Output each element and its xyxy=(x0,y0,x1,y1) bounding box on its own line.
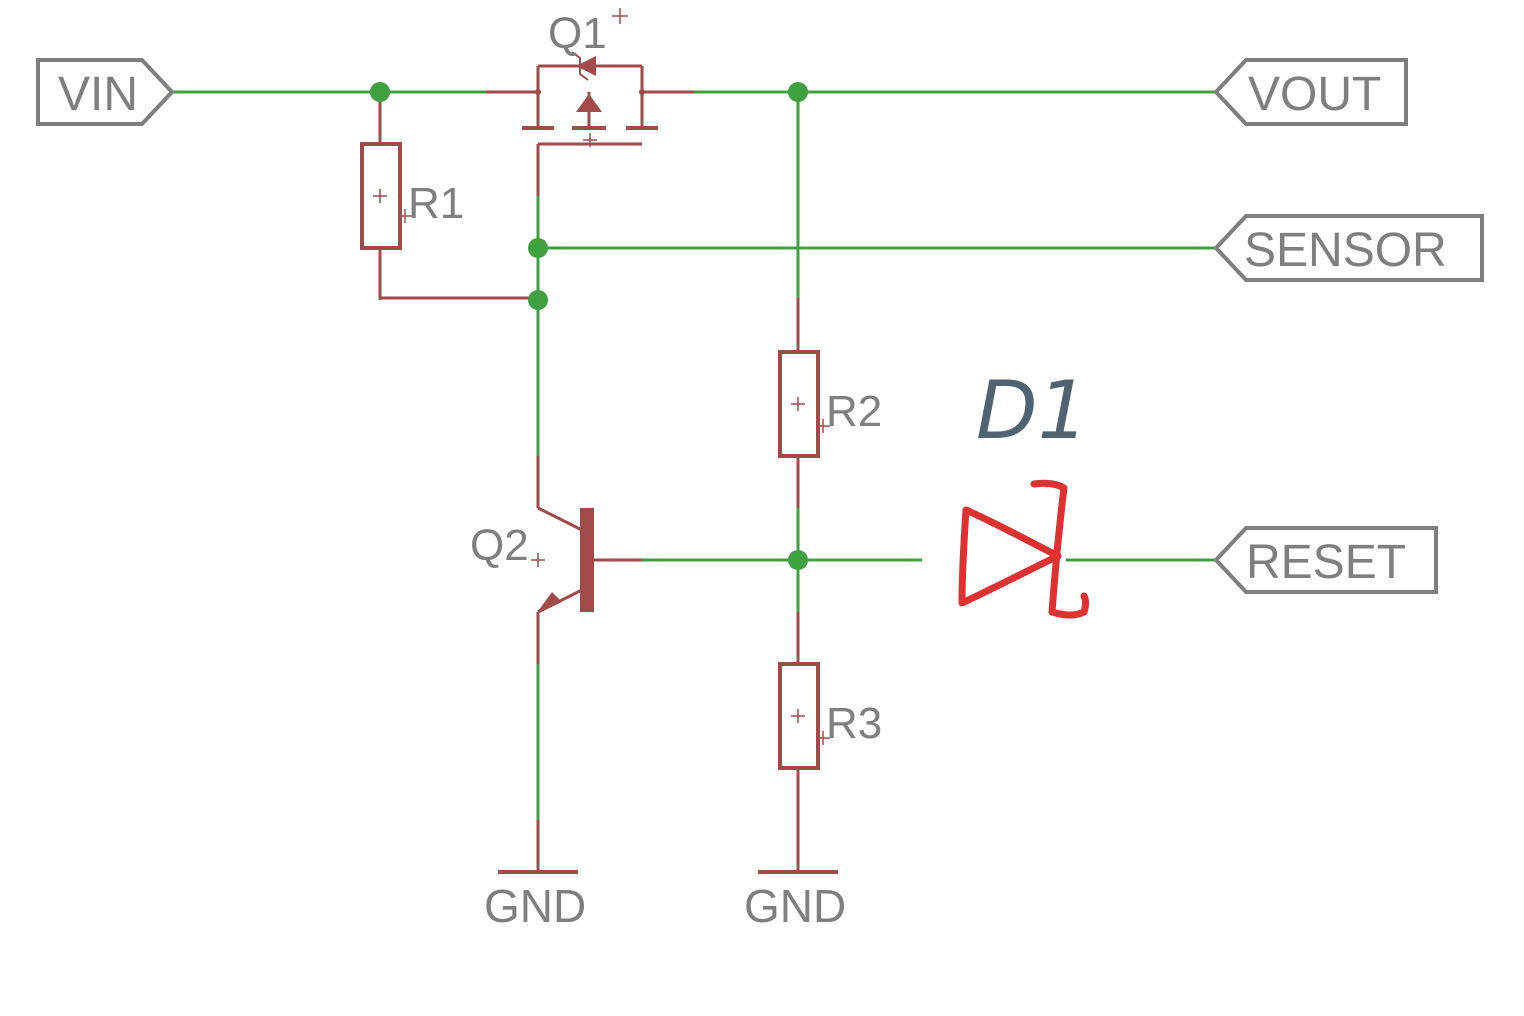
port-vin-flag[interactable] xyxy=(36,58,175,126)
port-flags xyxy=(36,58,1484,594)
junction-r1 xyxy=(528,290,548,310)
ground-symbol-left xyxy=(498,820,578,874)
r3-label: R3 xyxy=(826,699,882,748)
q1-label: Q1 xyxy=(548,9,607,58)
port-reset-label: RESET xyxy=(1246,536,1406,589)
port-vout-label: VOUT xyxy=(1248,68,1381,121)
mosfet-q1 xyxy=(486,51,694,196)
wires xyxy=(172,90,1216,820)
parts xyxy=(360,51,838,874)
transistor-q2 xyxy=(531,456,642,664)
r2-label: R2 xyxy=(826,387,882,436)
d1-handdrawn-diode xyxy=(958,479,1089,619)
gnd-left-label: GND xyxy=(484,880,586,932)
gnd-right-label: GND xyxy=(744,880,846,932)
junction-divider xyxy=(788,550,808,570)
port-reset-flag[interactable] xyxy=(1213,526,1438,594)
junction-vin xyxy=(370,82,390,102)
port-vout-flag[interactable] xyxy=(1213,58,1408,126)
port-vin-label: VIN xyxy=(58,68,138,121)
junctions xyxy=(370,82,808,570)
d1-handwritten-label: D1 xyxy=(976,364,1089,457)
r1-label: R1 xyxy=(408,179,464,228)
junction-sensor xyxy=(528,238,548,258)
q2-label: Q2 xyxy=(470,521,529,570)
resistor-r2 xyxy=(778,298,830,508)
resistor-r3 xyxy=(778,612,830,872)
q1-origin-cross xyxy=(612,8,628,24)
port-sensor-label: SENSOR xyxy=(1244,224,1447,277)
junction-vout xyxy=(788,82,808,102)
port-sensor-flag[interactable] xyxy=(1213,214,1484,282)
